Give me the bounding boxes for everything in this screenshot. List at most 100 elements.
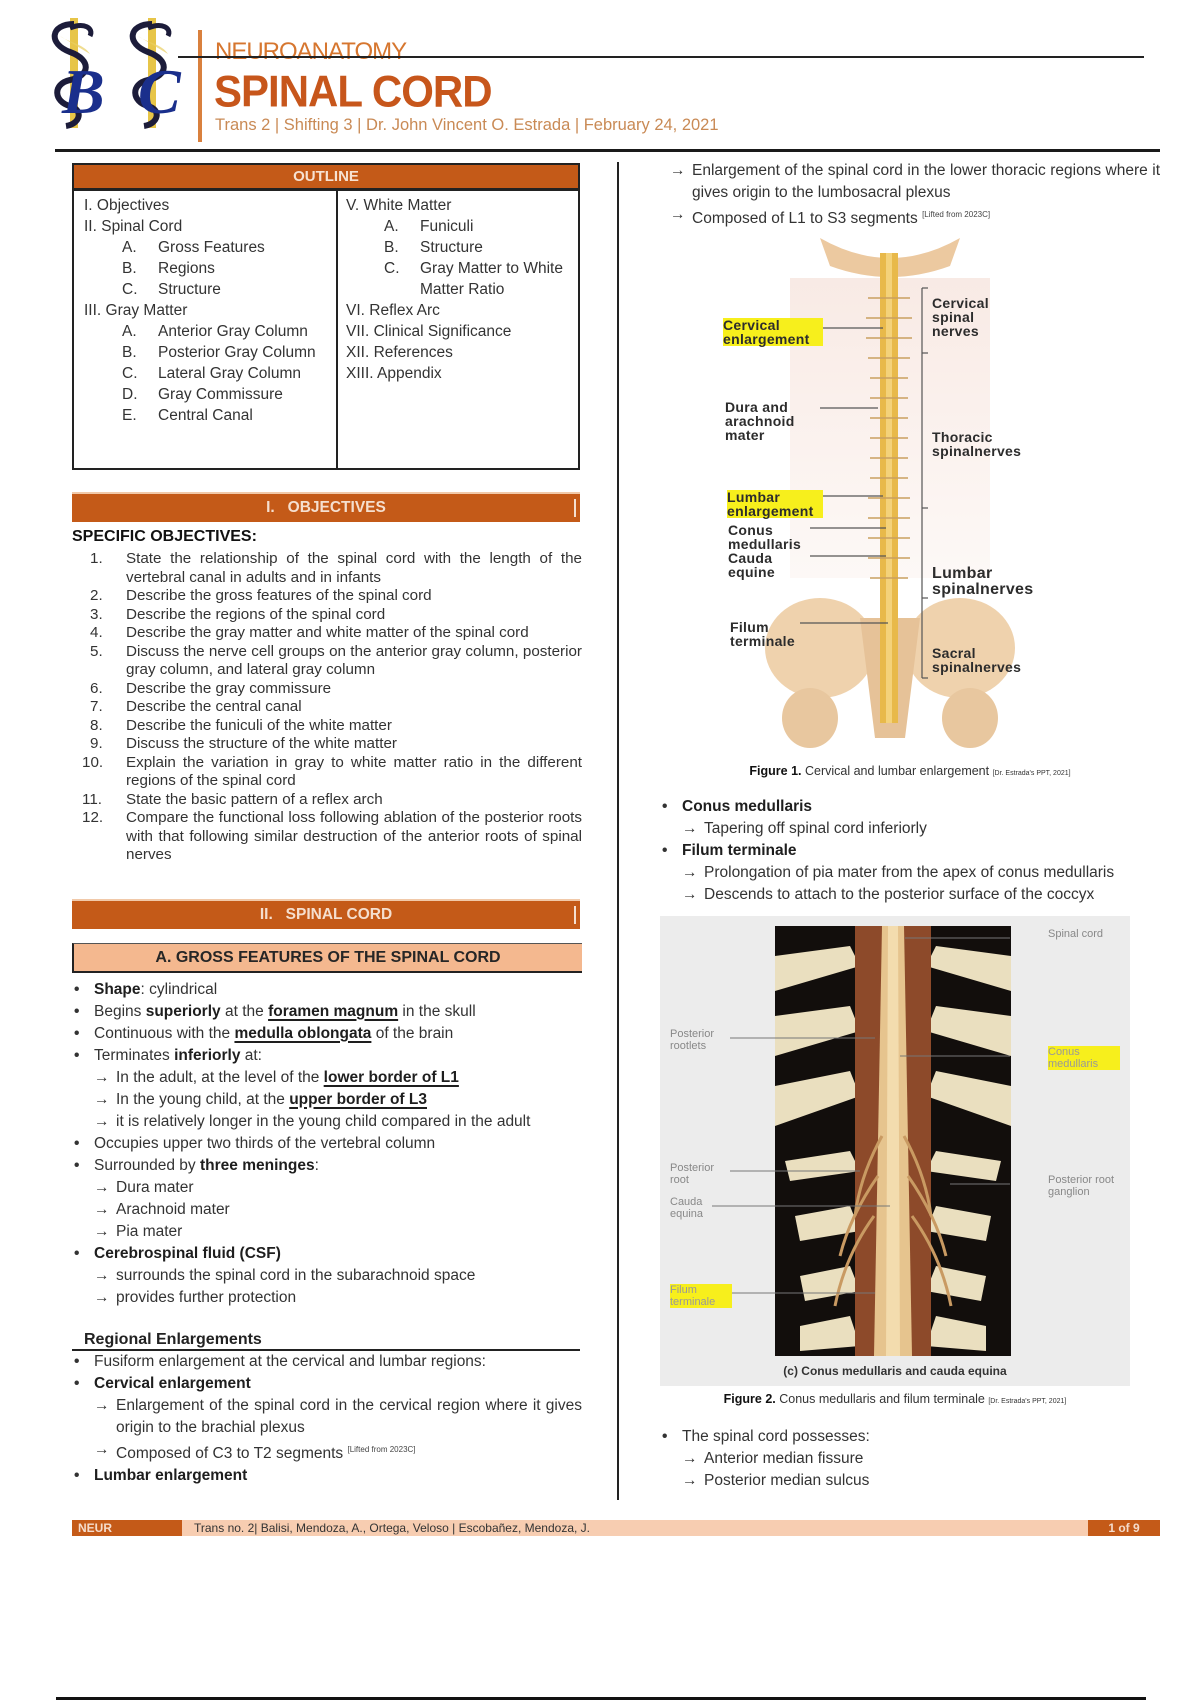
figure-1-caption: Figure 1. Cervical and lumbar enlargemen… [749, 764, 1071, 779]
outline-subitem: B.Structure [346, 237, 576, 258]
objective-text: Describe the gray matter and white matte… [126, 624, 529, 641]
objective-text: State the relationship of the spinal cor… [126, 550, 582, 586]
arrow-icon: → [94, 1266, 110, 1284]
spinal-cord-diagram-icon [765, 238, 1015, 749]
outline-item: VII. Clinical Significance [346, 321, 576, 342]
specific-objectives-heading: SPECIFIC OBJECTIVES: [72, 528, 257, 545]
outline-subitem: B.Posterior Gray Column [84, 342, 334, 363]
bullet-icon: • [74, 980, 80, 998]
outline-marker: B. [384, 239, 399, 256]
subsection-bar-gross-features: A. GROSS FEATURES OF THE SPINAL CORD [72, 942, 582, 973]
footer-authors: Trans no. 2| Balisi, Mendoza, A., Ortega… [194, 1521, 590, 1535]
arrow-icon: → [94, 1090, 110, 1108]
objective-item: 1. State the relationship of the spinal c… [72, 550, 582, 587]
sub-list-item: → Composed of L1 to S3 segments [Lifted … [660, 204, 1160, 230]
sbc-logo: B C [40, 14, 200, 139]
outline-item: II. Spinal Cord [84, 216, 334, 237]
sub-list-item: → it is relatively longer in the young c… [72, 1111, 582, 1133]
objective-item: 12.Compare the functional loss following… [72, 809, 582, 865]
section-bar-spinal-cord: II. SPINAL CORD [72, 898, 580, 929]
label-filum-terminale: Filum terminale [670, 1284, 734, 1309]
outline-item: I. Objectives [84, 195, 334, 216]
outline-item-label: II. Spinal Cord [84, 218, 183, 235]
list-text: Dura mater [116, 1178, 194, 1196]
figure-2-caption: Figure 2. Conus medullaris and filum ter… [723, 1392, 1067, 1407]
outline-item: VI. Reflex Arc [346, 300, 576, 321]
objective-number: 10. [82, 753, 104, 771]
list-item: • Lumbar enlargement [72, 1465, 582, 1487]
underlined-term: medulla oblongata [234, 1024, 372, 1042]
sub-list-item: → Prolongation of pia mater from the ape… [660, 862, 1160, 884]
objective-number: 8. [90, 716, 103, 734]
outline-marker: A. [122, 323, 137, 340]
bullet-icon: • [662, 798, 668, 816]
objective-number: 5. [90, 642, 103, 660]
header-meta: Trans 2 | Shifting 3 | Dr. John Vincent … [215, 116, 719, 134]
outline-subitem: A.Anterior Gray Column [84, 321, 334, 342]
list-text: : [314, 1156, 319, 1174]
outline-subitem: E.Central Canal [84, 405, 334, 426]
sub-list-item: → Posterior median sulcus [660, 1470, 1160, 1492]
objective-item: 4.Describe the gray matter and white mat… [72, 624, 582, 643]
outline-subitem-label: Funiculi [420, 218, 474, 235]
outline-subitem: C.Structure [84, 279, 334, 300]
right-column: → Enlargement of the spinal cord in the … [660, 160, 1160, 1492]
arrow-icon: → [94, 1068, 110, 1086]
list-text: Enlargement of the spinal cord in the ce… [116, 1396, 582, 1436]
objective-number: 1. [90, 550, 103, 567]
list-text: Begins [94, 1002, 146, 1020]
sub-list-item: → Tapering off spinal cord inferiorly [660, 818, 1160, 840]
label-thoracic-spinal-nerves: Thoracic spinalnerves [932, 429, 1022, 460]
gross-features-list: • Shape: cylindrical • Begins superiorly… [72, 979, 582, 1309]
objective-item: 6. Describe the gray commissure [72, 680, 582, 699]
list-text: Arachnoid mater [116, 1200, 230, 1218]
caduceus-icon: B [40, 14, 110, 139]
figure-1-spinal-cord-illustration: Cervical enlargement Dura and arachnoid … [700, 238, 1080, 758]
objective-text: Describe the gray commissure [126, 679, 332, 697]
logo-letter-b: B [62, 56, 105, 127]
list-text: Fusiform enlargement at the cervical and… [94, 1352, 486, 1370]
list-text: of the brain [371, 1024, 454, 1042]
column-divider [617, 162, 619, 1500]
subject-label: NEUROANATOMY [215, 38, 407, 65]
page-footer: NEUR Trans no. 2| Balisi, Mendoza, A., O… [72, 1520, 1160, 1536]
bullet-icon: • [74, 1024, 80, 1042]
label-conus-medullaris: Conus medullaris [1048, 1046, 1123, 1071]
footer-course-tag: NEUR [72, 1520, 182, 1536]
objective-item: 2.Describe the gross features of the spi… [72, 587, 582, 606]
page-number: 1 of 9 [1088, 1520, 1160, 1536]
list-text: it is relatively longer in the young chi… [116, 1112, 531, 1130]
outline-marker: C. [122, 281, 138, 298]
arrow-icon: → [94, 1112, 110, 1130]
label-posterior-root-ganglion: Posterior root ganglion [1048, 1174, 1115, 1199]
arrow-icon: → [682, 820, 698, 838]
objective-text: State the basic pattern of a reflex arch [126, 790, 383, 808]
objective-item: 10.Explain the variation in gray to whit… [72, 754, 582, 791]
bullet-icon: • [74, 1352, 80, 1370]
outline-item-label: III. Gray Matter [84, 302, 188, 319]
sub-list-item: → Descends to attach to the posterior su… [660, 884, 1160, 906]
list-text: Anterior median fissure [704, 1450, 864, 1468]
sub-list-item: → Composed of C3 to T2 segments [Lifted … [72, 1439, 582, 1465]
outline-item-label: I. Objectives [84, 197, 170, 214]
arrow-icon: → [670, 206, 686, 223]
outline-item: XIII. Appendix [346, 363, 576, 384]
section-bar-objectives: I. OBJECTIVES [72, 492, 580, 522]
label-cervical-spinal-nerves: Cervical spinal nerves [932, 295, 989, 340]
list-text: Enlargement of the spinal cord in the lo… [692, 162, 1160, 201]
document-header: B C NEUROANATOMY SPINAL CORD Trans 2 | S… [0, 0, 1200, 155]
objective-number: 6. [90, 679, 103, 697]
bar-end-mark [574, 499, 576, 517]
regional-enlargements-heading: Regional Enlargements [72, 1331, 580, 1351]
outline-marker: A. [122, 239, 137, 256]
outline-subitem-label: Central Canal [158, 407, 253, 424]
list-text: surrounds the spinal cord in the subarac… [116, 1266, 476, 1284]
arrow-icon: → [94, 1440, 110, 1458]
label-posterior-rootlets: Posterior rootlets [670, 1028, 715, 1053]
bullet-icon: • [662, 1428, 668, 1446]
bullet-icon: • [74, 1244, 80, 1262]
panel-label: (c) Conus medullaris and cauda equina [783, 1364, 1007, 1379]
list-item: • Conus medullaris [660, 796, 1160, 818]
